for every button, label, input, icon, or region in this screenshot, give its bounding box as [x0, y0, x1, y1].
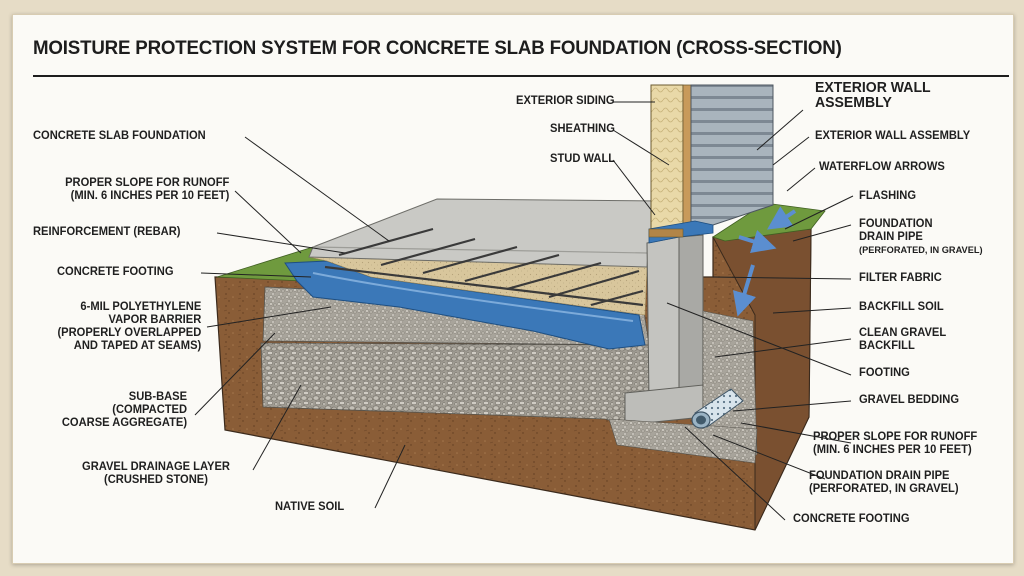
label-concrete-footing-bottom: CONCRETE FOOTING [793, 513, 910, 525]
label-backfill-soil: BACKFILL SOIL [859, 301, 944, 313]
foundation-wall-face [678, 234, 704, 394]
label-clean-gravel-backfill: CLEAN GRAVEL BACKFILL [859, 327, 947, 352]
label-reinforcement-rebar: REINFORCEMENT (REBAR) [33, 226, 181, 238]
label-sheathing: SHEATHING [550, 123, 615, 135]
title-underline [33, 75, 1009, 77]
diagram-title: MOISTURE PROTECTION SYSTEM FOR CONCRETE … [33, 37, 842, 59]
label-sub-base: SUB-BASE (COMPACTED COARSE AGGREGATE) [61, 391, 187, 429]
rebar [324, 227, 644, 307]
label-exterior-wall-assembly: EXTERIOR WALL ASSEMBLY [815, 130, 971, 142]
sheathing [682, 84, 692, 232]
label-gravel-bedding: GRAVEL BEDDING [859, 394, 960, 406]
label-concrete-slab-foundation: CONCRETE SLAB FOUNDATION [33, 130, 206, 142]
leader-lines [194, 101, 854, 521]
label-foundation-drain-pipe-bottom: FOUNDATION DRAIN PIPE (PERFORATED, IN GR… [809, 470, 959, 495]
label-gravel-drainage-layer: GRAVEL DRAINAGE LAYER (CRUSHED STONE) [82, 461, 230, 486]
label-exterior-wall-assembly-main: EXTERIOR WALL ASSEMBLY [815, 80, 931, 111]
label-proper-slope-left: PROPER SLOPE FOR RUNOFF (MIN. 6 INCHES P… [64, 177, 229, 202]
label-footing: FOOTING [859, 367, 910, 379]
label-exterior-siding: EXTERIOR SIDING [516, 95, 615, 107]
waterflow-arrows [732, 206, 797, 317]
exterior-siding [690, 84, 774, 230]
foundation-stem-wall [646, 236, 680, 400]
label-concrete-footing-left: CONCRETE FOOTING [57, 266, 174, 278]
label-flashing: FLASHING [859, 190, 917, 202]
label-stud-wall: STUD WALL [549, 153, 615, 165]
stud-wall [650, 84, 684, 232]
label-vapor-barrier: 6-MIL POLYETHYLENE VAPOR BARRIER (PROPER… [57, 301, 201, 352]
cross-section-illustration [194, 84, 854, 531]
label-native-soil: NATIVE SOIL [275, 501, 345, 513]
label-filter-fabric: FILTER FABRIC [859, 272, 942, 284]
diagram-frame: MOISTURE PROTECTION SYSTEM FOR CONCRETE … [12, 14, 1014, 564]
label-foundation-drain-pipe-top: FOUNDATION DRAIN PIPE (PERFORATED, IN GR… [859, 218, 983, 256]
label-proper-slope-right: PROPER SLOPE FOR RUNOFF (MIN. 6 INCHES P… [813, 431, 978, 456]
label-waterflow-arrows: WATERFLOW ARROWS [819, 161, 945, 173]
drain-pipe [691, 388, 744, 429]
